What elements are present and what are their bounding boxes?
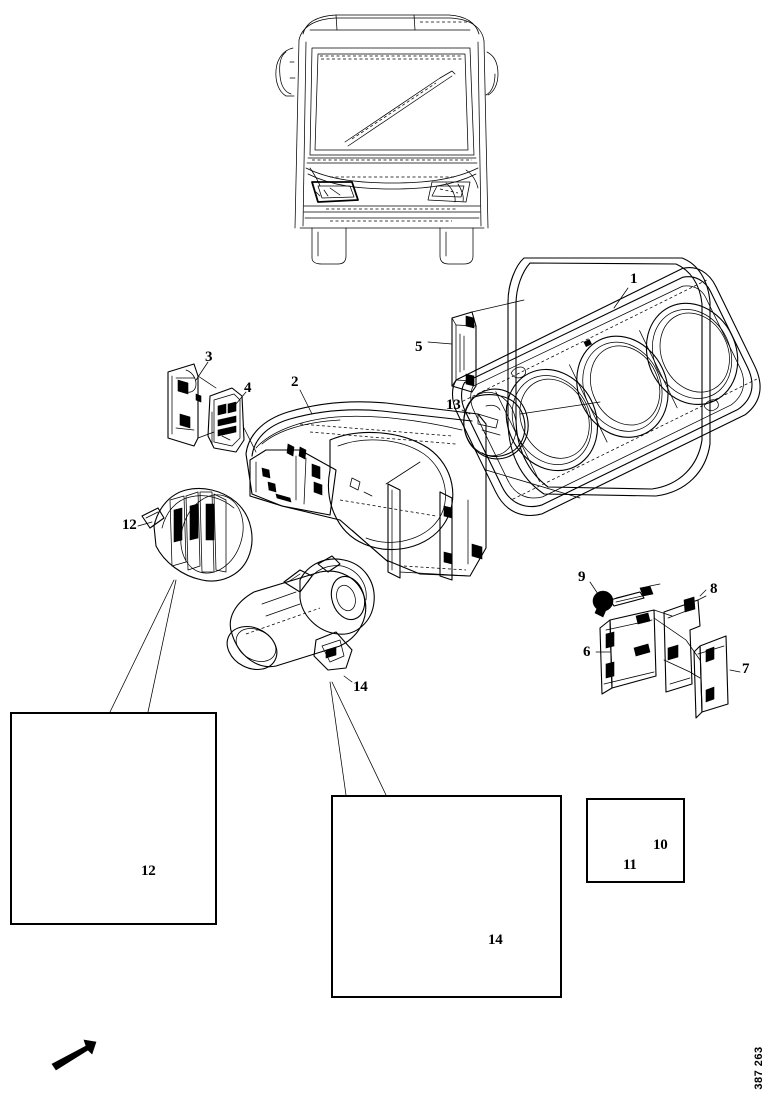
callout-1: 1 bbox=[630, 271, 638, 287]
drawing-reference-code: 387 263 bbox=[753, 1046, 765, 1090]
callout-4: 4 bbox=[244, 380, 252, 396]
inset-detail-12-frame bbox=[10, 712, 217, 925]
callout-7: 7 bbox=[742, 661, 750, 677]
bus-front-elevation-art bbox=[275, 14, 499, 265]
callout-6: 6 bbox=[583, 644, 591, 660]
callout-8: 8 bbox=[710, 581, 718, 597]
callout-9: 9 bbox=[578, 569, 586, 585]
inset-detail-10-11-frame bbox=[586, 798, 685, 883]
callout-13: 13 bbox=[446, 397, 461, 413]
callout-12: 12 bbox=[122, 517, 137, 533]
part-1-outer-housing-art bbox=[451, 257, 761, 516]
part-5-bracket-art bbox=[427, 299, 525, 393]
inset-callout-11: 11 bbox=[623, 857, 637, 873]
callout-3: 3 bbox=[205, 349, 213, 365]
part-4-adjuster-module-art bbox=[207, 387, 257, 453]
part-13-round-lamp-art bbox=[461, 388, 601, 460]
part-14-lamp-unit-art bbox=[226, 555, 387, 796]
forward-direction-arrow-art bbox=[51, 1039, 97, 1071]
inset-detail-14-frame bbox=[331, 795, 562, 998]
inset-callout-14: 14 bbox=[488, 932, 503, 948]
part-3-bracket-plate-art bbox=[167, 361, 217, 447]
inset-callout-10: 10 bbox=[653, 837, 668, 853]
callout-14: 14 bbox=[353, 679, 368, 695]
parts-6-7-8-9-art bbox=[589, 581, 741, 719]
callout-5: 5 bbox=[415, 339, 423, 355]
callout-2: 2 bbox=[291, 374, 299, 390]
inset-callout-12: 12 bbox=[141, 863, 156, 879]
part-2-reflector-housing-art bbox=[245, 389, 581, 581]
